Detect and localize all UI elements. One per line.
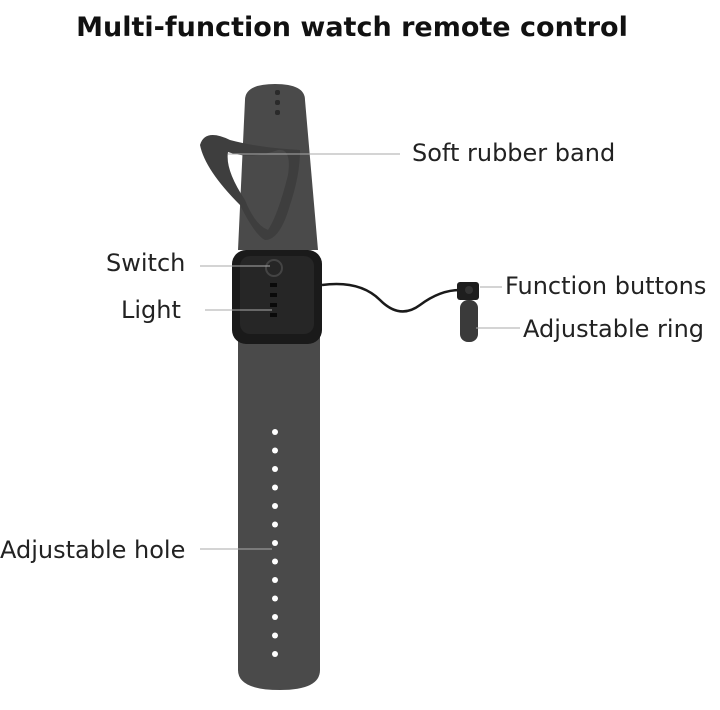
band-hole [272, 540, 278, 546]
band-hole [272, 632, 278, 639]
diagram-title: Multi-function watch remote control [76, 12, 628, 43]
band-hole [272, 503, 278, 509]
band-hole [272, 447, 278, 454]
label-function-buttons: Function buttons [505, 272, 707, 300]
watch-band [238, 84, 320, 690]
band-hole [272, 484, 278, 491]
band-hole [272, 614, 278, 620]
power-switch-icon [265, 259, 283, 277]
band-hole [272, 558, 278, 565]
band-hole [272, 577, 278, 583]
label-soft-rubber-band: Soft rubber band [412, 139, 616, 167]
band-hole [272, 595, 278, 602]
function-button-icon [465, 286, 473, 294]
band-hole [272, 466, 278, 472]
band-hole [272, 651, 278, 657]
label-switch: Switch [106, 249, 186, 277]
remote-ring [457, 282, 479, 342]
label-light: Light [121, 296, 181, 324]
watch-body [232, 250, 322, 344]
label-adjustable-ring: Adjustable ring [523, 315, 705, 343]
band-hole [272, 429, 278, 435]
leader-lines [200, 153, 520, 550]
cable [321, 282, 461, 313]
indicator-lights [270, 283, 277, 317]
band-hole [272, 521, 278, 528]
label-adjustable-hole: Adjustable hole [0, 536, 186, 564]
adjustable-holes [272, 429, 278, 657]
soft-rubber-loop [200, 135, 300, 240]
